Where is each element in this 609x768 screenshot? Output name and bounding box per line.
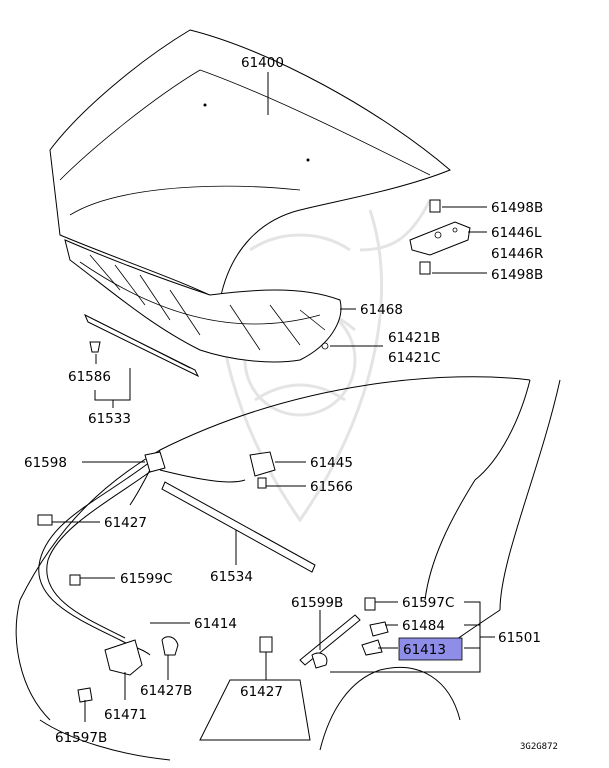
cowl-seal xyxy=(161,481,316,573)
part-labels: 61400 61498B 61446L 61446R 61498B 61468 … xyxy=(24,55,543,746)
label-61427-a: 61427 xyxy=(104,515,147,531)
label-61414: 61414 xyxy=(194,616,237,632)
release-cable xyxy=(37,451,246,656)
label-61421c: 61421C xyxy=(388,350,440,366)
label-61445: 61445 xyxy=(310,455,353,471)
label-61446l: 61446L xyxy=(491,225,542,241)
label-61586: 61586 xyxy=(68,369,111,385)
label-61498b-top: 61498B xyxy=(491,200,543,216)
hood-hinge xyxy=(409,199,471,275)
label-61400: 61400 xyxy=(241,55,284,71)
hood-panel xyxy=(49,29,451,301)
hood-lock xyxy=(249,451,276,489)
label-61599c: 61599C xyxy=(120,571,172,587)
label-61501: 61501 xyxy=(498,630,541,646)
label-61471: 61471 xyxy=(104,707,147,723)
label-61534: 61534 xyxy=(210,569,253,585)
hood-insulator xyxy=(64,239,342,363)
label-61566: 61566 xyxy=(310,479,353,495)
label-61427-b: 61427 xyxy=(240,684,283,700)
label-61598: 61598 xyxy=(24,455,67,471)
car-body-outline xyxy=(15,376,561,761)
hood-latch xyxy=(77,636,273,703)
leader-lines xyxy=(52,72,495,722)
label-61599b: 61599B xyxy=(291,595,343,611)
label-61446r: 61446R xyxy=(491,246,543,262)
highlight-61413 xyxy=(398,637,463,661)
label-61484: 61484 xyxy=(402,618,445,634)
label-61427b: 61427B xyxy=(140,683,192,699)
label-61413: 61413 xyxy=(403,642,446,658)
label-61533: 61533 xyxy=(88,411,131,427)
label-61498b-bot: 61498B xyxy=(491,267,543,283)
label-61597b: 61597B xyxy=(55,730,107,746)
hood-weatherstrip xyxy=(84,313,200,378)
diagram-code: 3G2G872 xyxy=(520,742,558,752)
label-61421b: 61421B xyxy=(388,330,440,346)
clip-61586 xyxy=(89,341,101,353)
support-rod xyxy=(299,597,389,669)
label-61597c: 61597C xyxy=(402,595,454,611)
label-61468: 61468 xyxy=(360,302,403,318)
